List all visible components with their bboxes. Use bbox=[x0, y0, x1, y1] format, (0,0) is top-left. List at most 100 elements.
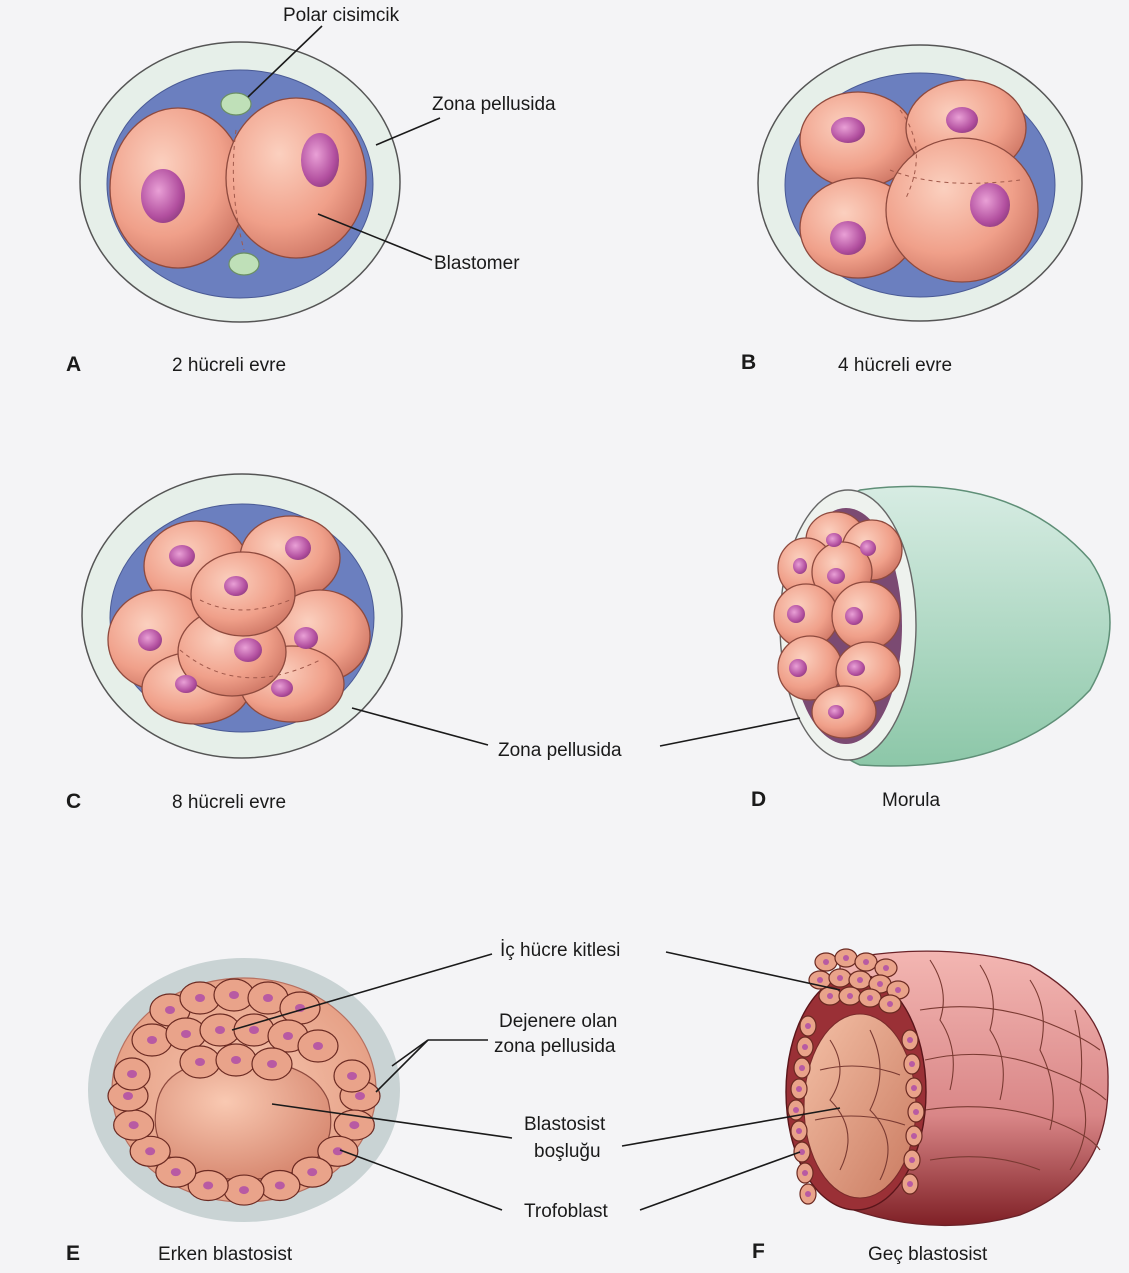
caption-f: Geç blastosist bbox=[868, 1244, 988, 1265]
nucleus bbox=[271, 679, 293, 697]
panel-letter-e: E bbox=[66, 1242, 80, 1265]
label-polar-body: Polar cisimcik bbox=[283, 5, 400, 26]
panel-c-eight-cell-stage bbox=[82, 474, 488, 758]
cell-nucleus bbox=[827, 993, 833, 999]
nucleus bbox=[285, 536, 311, 560]
cell-nucleus bbox=[263, 994, 273, 1002]
cell-nucleus bbox=[239, 1186, 249, 1194]
cell-nucleus bbox=[171, 1168, 181, 1176]
cell-nucleus bbox=[347, 1072, 357, 1080]
nucleus bbox=[175, 675, 197, 693]
nucleus bbox=[301, 133, 339, 187]
panel-a-two-cell-stage bbox=[80, 26, 440, 322]
late-blastocyst-cavity bbox=[804, 1014, 916, 1198]
panel-letter-d: D bbox=[751, 788, 766, 811]
label-blastomere: Blastomer bbox=[434, 253, 520, 274]
cell-nucleus bbox=[231, 1056, 241, 1064]
cell-nucleus bbox=[847, 993, 853, 999]
cell-nucleus bbox=[907, 1037, 913, 1043]
cell-nucleus bbox=[837, 975, 843, 981]
cell-nucleus bbox=[165, 1006, 175, 1014]
cell-nucleus bbox=[796, 1128, 802, 1134]
nucleus bbox=[831, 117, 865, 143]
cell-nucleus bbox=[805, 1023, 811, 1029]
blastomere bbox=[886, 138, 1038, 282]
cell-nucleus bbox=[793, 1107, 799, 1113]
cell-nucleus bbox=[229, 991, 239, 999]
cell-nucleus bbox=[267, 1060, 277, 1068]
panel-letter-b: B bbox=[741, 351, 756, 374]
nucleus bbox=[830, 221, 866, 255]
cell-nucleus bbox=[195, 1058, 205, 1066]
panel-letter-f: F bbox=[752, 1240, 765, 1263]
cell-nucleus bbox=[249, 1026, 259, 1034]
cell-nucleus bbox=[799, 1065, 805, 1071]
blastomere-right bbox=[226, 98, 366, 258]
cell-nucleus bbox=[203, 1181, 213, 1189]
polar-body-top bbox=[221, 93, 251, 115]
nucleus bbox=[970, 183, 1010, 227]
cell-nucleus bbox=[909, 1157, 915, 1163]
caption-d: Morula bbox=[882, 790, 941, 811]
caption-e: Erken blastosist bbox=[158, 1244, 293, 1265]
cell-nucleus bbox=[275, 1181, 285, 1189]
cell-nucleus bbox=[913, 1109, 919, 1115]
polar-body-bottom bbox=[229, 253, 259, 275]
cell-nucleus bbox=[195, 994, 205, 1002]
nucleus bbox=[234, 638, 262, 662]
label-degenerating-zona-1: Dejenere olan bbox=[499, 1011, 617, 1032]
nucleus bbox=[946, 107, 978, 133]
cell-nucleus bbox=[857, 977, 863, 983]
cell-nucleus bbox=[349, 1121, 359, 1129]
cell-nucleus bbox=[802, 1170, 808, 1176]
cell-nucleus bbox=[215, 1026, 225, 1034]
cell-nucleus bbox=[283, 1032, 293, 1040]
cell-nucleus bbox=[129, 1121, 139, 1129]
cell-nucleus bbox=[805, 1191, 811, 1197]
cell-nucleus bbox=[802, 1044, 808, 1050]
label-zona-pellucida-a: Zona pellusida bbox=[432, 94, 556, 115]
cell-nucleus bbox=[181, 1030, 191, 1038]
panel-d-morula bbox=[660, 486, 1110, 766]
cell-nucleus bbox=[796, 1086, 802, 1092]
cell-nucleus bbox=[887, 1001, 893, 1007]
cell-nucleus bbox=[863, 959, 869, 965]
nucleus bbox=[224, 576, 248, 596]
caption-c: 8 hücreli evre bbox=[172, 792, 286, 813]
panel-f-late-blastocyst bbox=[622, 949, 1108, 1225]
cell-nucleus bbox=[907, 1181, 913, 1187]
caption-a: 2 hücreli evre bbox=[172, 355, 286, 376]
nucleus bbox=[169, 545, 195, 567]
panel-e-early-blastocyst bbox=[88, 954, 512, 1222]
cell-nucleus bbox=[313, 1042, 323, 1050]
nucleus bbox=[141, 169, 185, 223]
cell-nucleus bbox=[145, 1147, 155, 1155]
cell-nucleus bbox=[123, 1092, 133, 1100]
cell-nucleus bbox=[817, 977, 823, 983]
cell-nucleus bbox=[877, 981, 883, 987]
cell-nucleus bbox=[127, 1070, 137, 1078]
label-trophoblast: Trofoblast bbox=[524, 1201, 608, 1222]
cell-nucleus bbox=[895, 987, 901, 993]
cell-nucleus bbox=[911, 1085, 917, 1091]
label-blastocyst-cavity-1: Blastosist bbox=[524, 1114, 606, 1135]
cell-nucleus bbox=[883, 965, 889, 971]
caption-b: 4 hücreli evre bbox=[838, 355, 952, 376]
label-inner-cell-mass: İç hücre kitlesi bbox=[500, 940, 620, 961]
nucleus bbox=[138, 629, 162, 651]
nucleus bbox=[294, 627, 318, 649]
cell-nucleus bbox=[911, 1133, 917, 1139]
cell-nucleus bbox=[307, 1168, 317, 1176]
panel-b-four-cell-stage bbox=[758, 45, 1082, 321]
panel-letter-a: A bbox=[66, 353, 81, 376]
cell-nucleus bbox=[823, 959, 829, 965]
cell-nucleus bbox=[355, 1092, 365, 1100]
cell-nucleus bbox=[909, 1061, 915, 1067]
cell-nucleus bbox=[867, 995, 873, 1001]
label-zona-pellucida-cd: Zona pellusida bbox=[498, 740, 622, 761]
label-degenerating-zona-2: zona pellusida bbox=[494, 1036, 616, 1057]
label-blastocyst-cavity-2: boşluğu bbox=[534, 1141, 601, 1162]
cell-nucleus bbox=[843, 955, 849, 961]
cell-nucleus bbox=[147, 1036, 157, 1044]
